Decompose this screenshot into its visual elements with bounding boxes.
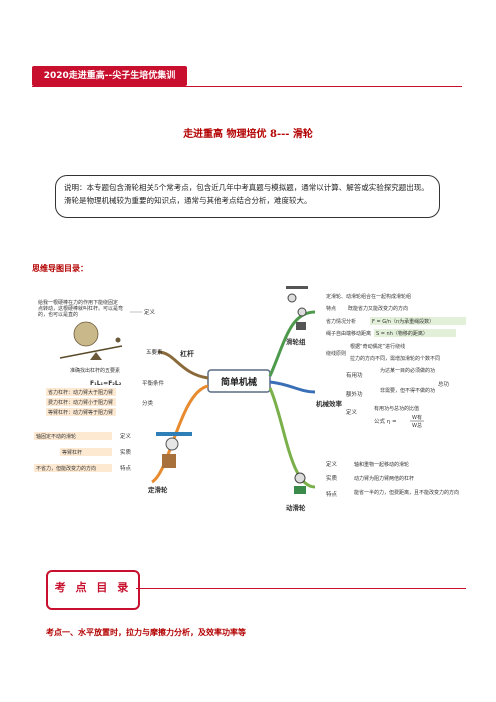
fixed-item-1: 轴固定不动的滑轮: [36, 433, 76, 440]
mov-tag-1: 定义: [326, 460, 338, 468]
kaodian-box: 考 点 目 录: [46, 570, 140, 610]
lever-def-tag: 定义: [144, 308, 156, 316]
mov-item-1: 轴和重物一起移动的滑轮: [354, 461, 409, 468]
lever-bar-icon: [59, 345, 123, 359]
mindmap-svg: 简单机械 给我一根硬棒在力的作用下能绕固定 点转动，这根硬棒就叫杠杆。可以是弯 …: [34, 286, 466, 512]
branch-lever: [157, 350, 209, 380]
pg-tag-2: 省力情况分析: [326, 318, 356, 325]
description-text: 说明：本专题包含滑轮相关5个常考点，包含近几年中考真题与模拟题，通常以计算、解答…: [64, 183, 429, 205]
eff-tag-4: 定义: [346, 408, 358, 416]
eff-tag-3: 总功: [438, 380, 450, 388]
fixed-pulley-beam-icon: [156, 432, 192, 436]
globe-icon: [73, 321, 99, 347]
mindmap-center-node: [207, 369, 271, 393]
eff-formula-label: 公式 η =: [374, 417, 397, 425]
pg-item-3: F = G/n（n为承重绳段数）: [372, 318, 434, 325]
person-icon: [115, 337, 121, 343]
eff-item-2: 非需要，但不得不做的功: [380, 387, 435, 394]
branch-movable-pulley: [268, 387, 316, 489]
pg-item-1: 定滑轮、动滑轮组合在一起构成滑轮组: [326, 293, 411, 300]
fixed-tag-3: 特点: [120, 464, 132, 472]
eff-formula-den: W总: [412, 422, 422, 429]
lever-kind-bg-2: [46, 398, 116, 406]
eff-tag-1: 有用功: [346, 371, 363, 379]
mov-tag-2: 实质: [326, 474, 338, 482]
fixed-item-bg-1: [34, 432, 112, 440]
pg-item-5: 根据“奇动偶定”进行绕线: [350, 343, 405, 350]
crate-icon: [162, 454, 176, 468]
lever-kind-1: 省力杠杆：动力臂大于阻力臂: [48, 389, 113, 396]
lever-quote: 给我一根硬棒在力的作用下能绕固定 点转动，这根硬棒就叫杠杆。可以是弯 的，也可以…: [38, 299, 125, 318]
lever-kind-3: 等臂杠杆：动力臂等于阻力臂: [48, 409, 113, 416]
fixed-pulley-wheel-icon: [165, 437, 179, 451]
eff-item-3: 有用功与总功的比值: [374, 405, 419, 412]
fixed-tag-1: 定义: [120, 432, 132, 440]
eff-item-1: 为达某一目的必须做的功: [380, 367, 435, 374]
lever-kind-bg-1: [46, 388, 116, 396]
fixed-item-bg-2: [60, 448, 112, 456]
description-box: 说明：本专题包含滑轮相关5个常考点，包含近几年中考真题与模拟题，通常以计算、解答…: [55, 175, 440, 218]
lever-five-desc: 准确找出杠杆的五要素: [70, 367, 120, 374]
eff-formula-num: W有: [412, 414, 422, 421]
page-title: 走进重高 物理培优 8--- 滑轮: [183, 129, 313, 140]
fulcrum-icon: [90, 352, 102, 360]
mindmap-center-label: 简单机械: [221, 376, 257, 388]
banner-rule: [32, 86, 462, 87]
series-banner: 2020走进重高--尖子生培优集训: [32, 66, 187, 86]
mindmap-heading: 思维导图目录：: [32, 263, 88, 273]
lever-kind-bg-3: [46, 408, 116, 416]
pg-tag-4: 绕线原则: [326, 350, 346, 357]
fixed-item-bg-3: [34, 464, 112, 472]
fixed-item-3: 不省力，但能改变力的方向: [36, 465, 96, 472]
efficiency-label: 机械效率: [316, 399, 343, 408]
pg-item-6: 拉力的方向不同，需增加滑轮的个数不同: [350, 355, 440, 362]
kaodian-rule: [136, 588, 466, 589]
pg-tag-1: 特点: [326, 305, 336, 312]
lever-label: 杠杆: [180, 349, 194, 358]
pg-item-2: 既能省力又能改变力的方向: [348, 305, 408, 312]
movable-label: 动滑轮: [286, 503, 306, 512]
pulley-group-label: 滑轮组: [286, 337, 306, 346]
lever-balance-tag: 平衡条件: [142, 379, 165, 387]
branch-pulley-group: [268, 310, 316, 377]
pg-item-4: S = nh（物移的距离）: [376, 330, 428, 337]
pulley-group-icon: [287, 293, 297, 303]
fixed-tag-2: 实质: [120, 448, 132, 456]
lever-kind-2: 费力杠杆：动力臂小于阻力臂: [48, 399, 113, 406]
pg-tag-3: 绳子自由端移动距离: [326, 330, 371, 337]
mov-item-2: 动力臂为阻力臂两倍的杠杆: [354, 475, 414, 482]
fixed-label: 定滑轮: [147, 485, 168, 494]
lever-five-tag: 五要素: [146, 348, 163, 356]
lever-classify-tag: 分类: [142, 399, 154, 407]
kaodian-1-heading: 考点一、水平放置时，拉力与摩擦力分析，及效率功率等: [46, 627, 246, 637]
movable-pulley-icon: [294, 472, 306, 484]
branch-efficiency: [269, 380, 316, 394]
lever-formula: F₁L₁=F₂L₂: [90, 380, 122, 387]
eff-tag-2: 额外功: [346, 390, 363, 398]
mov-item-3: 能省一半的力，但费距离，且不能改变力的方向: [354, 489, 459, 496]
kaodian-title: 考 点 目 录: [54, 581, 132, 594]
fixed-item-2: 等臂杠杆: [62, 449, 82, 456]
mindmap-diagram: 简单机械 给我一根硬棒在力的作用下能绕固定 点转动，这根硬棒就叫杠杆。可以是弯 …: [30, 282, 470, 532]
mov-tag-3: 特点: [326, 490, 338, 498]
